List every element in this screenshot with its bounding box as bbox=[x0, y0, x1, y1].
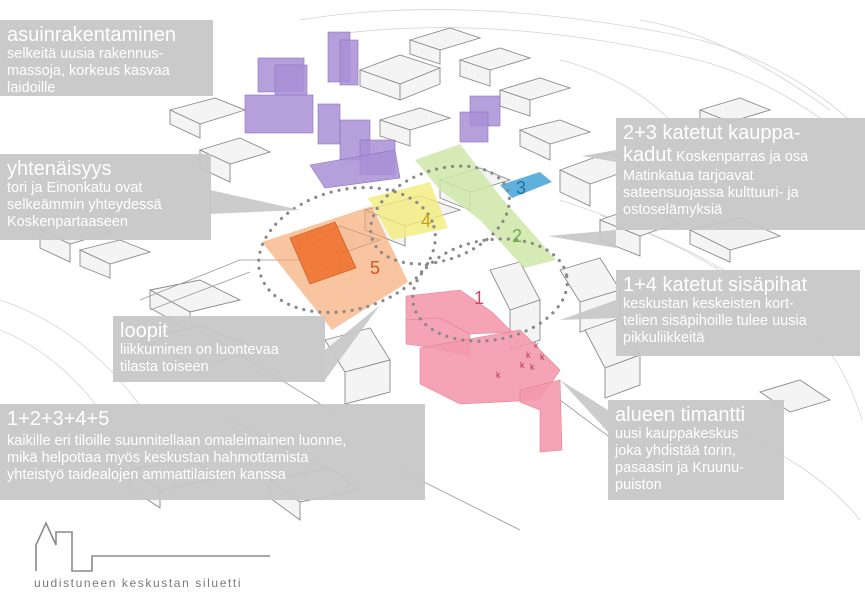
zone-number-2: 2 bbox=[512, 226, 523, 246]
label-asuinrakentaminen: asuinrakentaminen selkeitä uusia rakennu… bbox=[0, 20, 213, 96]
label-katetut-kauppakadut-title: 2+3 katetut kauppa- bbox=[623, 122, 801, 144]
kiosk-marker: k bbox=[530, 362, 535, 372]
zone-number-5: 5 bbox=[370, 258, 381, 278]
zone-3-area bbox=[500, 172, 552, 198]
label-katetut-kauppakadut-title2: kadut bbox=[623, 144, 672, 166]
zone-5-building bbox=[289, 221, 357, 285]
zone-number-1: 1 bbox=[474, 288, 485, 308]
label-alueen-timantti: alueen timantti uusi kauppakeskus joka y… bbox=[608, 400, 784, 500]
label-yhtenaisyys: yhtenäisyys tori ja Einonkatu ovat selke… bbox=[0, 154, 211, 240]
label-all-zones-body: kaikille eri tiloille suunnitellaan omal… bbox=[7, 433, 347, 483]
label-yhtenaisyys-body: tori ja Einonkatu ovat selkeämmin yhteyd… bbox=[7, 180, 162, 230]
silhouette-caption: uudistuneen keskustan siluetti bbox=[34, 576, 243, 590]
silhouette-outline bbox=[35, 521, 270, 572]
label-yhtenaisyys-title: yhtenäisyys bbox=[7, 158, 112, 180]
label-katetut-sisapihat: 1+4 katetut sisäpihat keskustan keskeist… bbox=[616, 270, 860, 356]
kiosk-marker: k bbox=[534, 340, 539, 350]
label-katetut-kauppakadut-title-line2: kadut Koskenparras ja osa bbox=[623, 144, 858, 168]
residential-blocks bbox=[244, 31, 501, 189]
callout-pointers bbox=[210, 150, 616, 432]
label-asuinrakentaminen-title: asuinrakentaminen bbox=[7, 24, 176, 46]
dotted-loops bbox=[257, 164, 569, 343]
kiosk-marker: k bbox=[520, 360, 525, 370]
label-katetut-kauppakadut-inline: Koskenparras ja osa bbox=[671, 149, 809, 165]
kiosk-marker: k bbox=[540, 352, 545, 362]
zone-1-area bbox=[405, 289, 563, 453]
label-loopit-body: liikkuminen on luontevaa tilasta toiseen bbox=[120, 342, 279, 375]
zone-number-3: 3 bbox=[516, 178, 527, 198]
label-katetut-kauppakadut: 2+3 katetut kauppa- kadut Koskenparras j… bbox=[616, 118, 865, 230]
zone-number-4: 4 bbox=[421, 211, 432, 231]
label-alueen-timantti-title: alueen timantti bbox=[615, 404, 746, 426]
label-alueen-timantti-body: uusi kauppakeskus joka yhdistää torin, p… bbox=[615, 426, 744, 493]
label-loopit-title: loopit bbox=[120, 320, 168, 342]
label-asuinrakentaminen-body: selkeitä uusia rakennus- massoja, korkeu… bbox=[7, 46, 170, 96]
label-loopit: loopit liikkuminen on luontevaa tilasta … bbox=[113, 316, 325, 382]
zone-2-area bbox=[415, 144, 556, 268]
kiosk-marker: k bbox=[496, 370, 501, 380]
label-all-zones: 1+2+3+4+5 kaikille eri tiloille suunnite… bbox=[0, 404, 425, 500]
label-katetut-sisapihat-body: keskustan keskeisten kort- telien sisäpi… bbox=[623, 296, 807, 346]
label-katetut-kauppakadut-body: Matinkatua tarjoavat sateensuojassa kult… bbox=[623, 168, 799, 218]
label-katetut-sisapihat-title: 1+4 katetut sisäpihat bbox=[623, 274, 808, 296]
kiosk-marker: k bbox=[526, 350, 531, 360]
label-all-zones-title: 1+2+3+4+5 bbox=[7, 408, 110, 430]
